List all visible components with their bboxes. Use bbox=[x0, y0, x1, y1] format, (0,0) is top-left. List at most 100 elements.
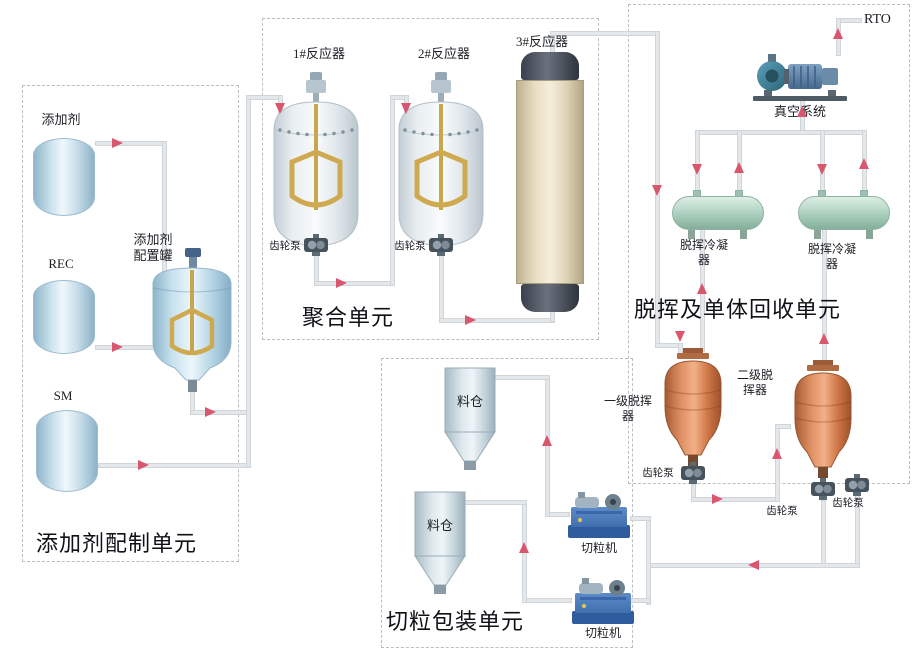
pipe bbox=[246, 95, 251, 468]
flow-arrow bbox=[692, 164, 702, 175]
flow-arrow bbox=[112, 138, 123, 148]
devolatilization-unit-title: 脱挥及单体回收单元 bbox=[634, 297, 842, 322]
condenser-nozzle bbox=[860, 190, 868, 197]
condenser-nozzle bbox=[735, 190, 743, 197]
rec-tank bbox=[33, 280, 95, 354]
condenser-leg bbox=[814, 230, 821, 239]
additive-tank-label: 添加剂 bbox=[41, 112, 81, 127]
gear-pump-4 bbox=[811, 478, 835, 500]
flow-arrow bbox=[519, 542, 529, 553]
flow-arrow bbox=[205, 407, 216, 417]
vacuum-system bbox=[753, 54, 847, 101]
gear-pump-5 bbox=[845, 474, 869, 496]
reactor-2 bbox=[398, 72, 484, 256]
condenser-1-label: 脱挥冷凝器 bbox=[679, 238, 728, 267]
silo-1: 料仓 bbox=[443, 366, 497, 472]
pipe bbox=[775, 424, 780, 502]
column-body bbox=[516, 80, 584, 284]
gear-pump-label: 齿轮泵 bbox=[269, 241, 301, 252]
silo-shape bbox=[414, 491, 466, 594]
reactor2-label: 2#反应器 bbox=[417, 46, 470, 61]
condenser-nozzle bbox=[693, 190, 701, 197]
flow-arrow bbox=[401, 103, 411, 114]
pipe bbox=[695, 130, 867, 135]
unit-box-devolatilization bbox=[628, 4, 910, 484]
flow-arrow bbox=[112, 342, 123, 352]
pelletizer-1 bbox=[568, 492, 630, 538]
devolatilizer-1 bbox=[664, 348, 722, 466]
column-top-cap bbox=[521, 52, 579, 80]
gear-pump-label: 齿轮泵 bbox=[832, 498, 864, 509]
unit-box-additive bbox=[22, 85, 239, 562]
gear-pump-label: 齿轮泵 bbox=[394, 241, 426, 252]
condenser-2-label: 脱挥冷凝器 bbox=[807, 242, 856, 271]
polymerization-unit-title: 聚合单元 bbox=[302, 305, 395, 330]
pipe bbox=[98, 463, 251, 468]
flow-arrow bbox=[336, 278, 347, 288]
flow-arrow bbox=[275, 103, 285, 114]
pelletizer-2 bbox=[572, 578, 634, 624]
reactor3-label: 3#反应器 bbox=[515, 34, 568, 49]
flow-arrow bbox=[138, 460, 149, 470]
flow-arrow bbox=[675, 331, 685, 342]
flow-arrow bbox=[817, 164, 827, 175]
pipe bbox=[545, 375, 550, 517]
condenser-1 bbox=[672, 190, 764, 239]
gear-pump-1 bbox=[304, 234, 328, 256]
flow-arrow bbox=[772, 448, 782, 459]
flow-arrow bbox=[712, 494, 723, 504]
condenser-leg bbox=[740, 230, 747, 239]
sm-tank-label: SM bbox=[53, 388, 73, 403]
condenser-body bbox=[672, 196, 764, 230]
pipe bbox=[95, 345, 155, 350]
sm-tank bbox=[36, 410, 98, 492]
pelletizer-1-label: 切粒机 bbox=[580, 541, 617, 555]
flow-arrow bbox=[797, 106, 807, 117]
unit-box-polymerization bbox=[262, 18, 599, 340]
pipe bbox=[314, 281, 395, 286]
pelletizing-unit-title: 切粒包装单元 bbox=[386, 609, 525, 634]
additive-unit-title: 添加剂配制单元 bbox=[36, 531, 198, 556]
reactor-1 bbox=[273, 72, 359, 256]
flow-arrow bbox=[542, 435, 552, 446]
reactor1-label: 1#反应器 bbox=[292, 46, 345, 61]
flow-arrow bbox=[819, 333, 829, 344]
pipe bbox=[821, 500, 826, 568]
pipe bbox=[630, 516, 651, 521]
pipe bbox=[439, 254, 444, 323]
config-tank-label: 添加剂配置罐 bbox=[133, 232, 173, 263]
flow-arrow bbox=[734, 162, 744, 173]
condenser-body bbox=[798, 196, 890, 230]
pipe bbox=[522, 598, 572, 603]
pipe bbox=[775, 424, 791, 429]
config-tank bbox=[152, 248, 232, 392]
gear-pump-label: 齿轮泵 bbox=[766, 506, 798, 517]
condenser-leg bbox=[866, 230, 873, 239]
flow-arrow bbox=[652, 185, 662, 196]
silo-shape bbox=[444, 367, 496, 470]
gear-pump-label: 齿轮泵 bbox=[642, 468, 674, 479]
unit-box-pelletizing bbox=[381, 358, 633, 648]
silo-2: 料仓 bbox=[413, 490, 467, 596]
pipe bbox=[490, 375, 550, 380]
pipe bbox=[95, 141, 164, 146]
condenser-2 bbox=[798, 190, 890, 239]
pipe bbox=[439, 318, 555, 323]
pipe bbox=[190, 410, 251, 415]
devolatilizer-2 bbox=[794, 360, 852, 478]
flow-arrow bbox=[697, 283, 707, 294]
silo-1-label: 料仓 bbox=[456, 394, 483, 409]
devol-stage1-label: 一级脱挥器 bbox=[603, 394, 652, 423]
gear-pump-2 bbox=[429, 234, 453, 256]
pipe bbox=[646, 516, 651, 605]
condenser-nozzle bbox=[818, 190, 826, 197]
rto-label: RTO bbox=[864, 12, 891, 27]
flow-arrow bbox=[833, 28, 843, 39]
column-bottom-cap bbox=[521, 284, 579, 312]
gear-pump-3 bbox=[681, 462, 705, 484]
condenser-leg bbox=[688, 230, 695, 239]
reactor-3-column bbox=[516, 52, 584, 312]
flow-arrow bbox=[859, 158, 869, 169]
flow-arrow bbox=[748, 560, 759, 570]
